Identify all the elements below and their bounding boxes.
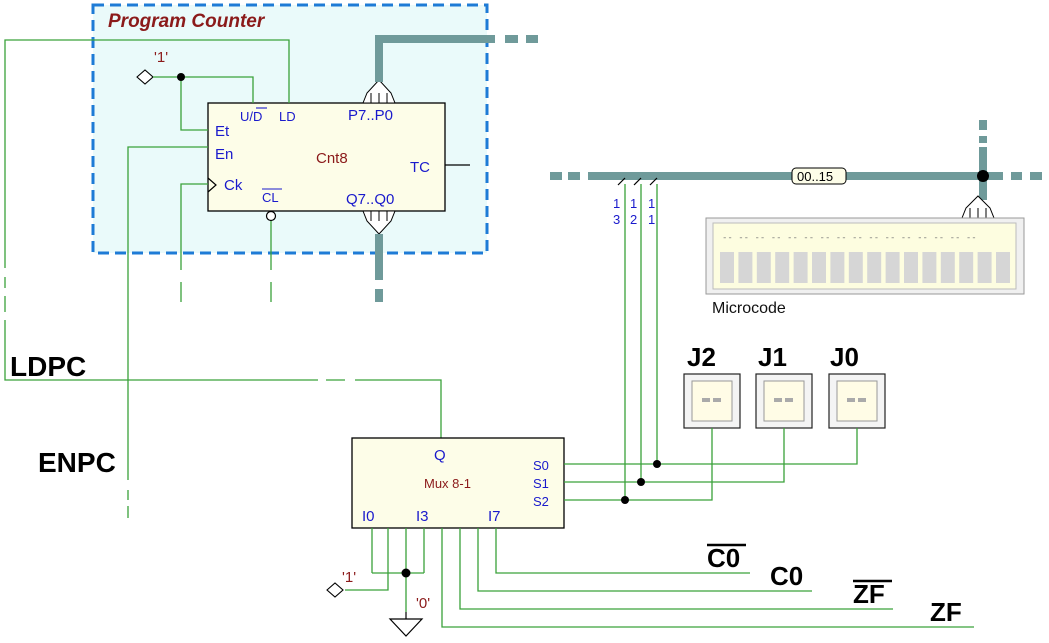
pin-ld-label: LD <box>279 109 296 124</box>
microcode-cell <box>904 252 918 283</box>
et-wire <box>180 77 208 131</box>
jumper-j2-label: J2 <box>687 342 716 372</box>
pin-ud-label: U/D <box>240 109 262 124</box>
ground-symbol <box>388 618 424 637</box>
signal-enpc: ENPC <box>38 447 116 478</box>
bus-tap <box>617 177 626 186</box>
tap-13-bottom: 3 <box>613 212 620 227</box>
const-one-wire <box>153 76 254 103</box>
mux-const-one-wire <box>345 573 389 591</box>
mux-s0-label: S0 <box>533 458 549 473</box>
ck-wire <box>180 183 208 270</box>
mux-s2-label: S2 <box>533 494 549 509</box>
jumper-group <box>683 373 886 429</box>
c0-bar-wire <box>495 528 750 574</box>
cl-bubble <box>265 210 277 222</box>
junction-dot <box>177 73 185 81</box>
jumper-switch-j2[interactable] <box>683 373 741 429</box>
microcode-cell <box>830 252 845 283</box>
microcode-cell <box>977 252 992 283</box>
bus-junction-dot <box>977 170 989 182</box>
microcode-cell <box>775 252 790 283</box>
mux-chip-name: Mux 8-1 <box>424 476 471 491</box>
microcode-cell <box>922 252 937 283</box>
signal-zf-bar: ZF <box>853 579 885 609</box>
program-counter-title: Program Counter <box>108 11 266 32</box>
signal-zf: ZF <box>930 597 962 627</box>
pin-cl-label: CL <box>262 190 279 205</box>
junction-dot <box>401 568 411 578</box>
microcode-label: Microcode <box>712 300 786 317</box>
enpc-wire <box>127 146 208 480</box>
zf-wire <box>441 528 974 628</box>
jumper-switch-j1[interactable] <box>755 373 813 429</box>
s2-wire <box>564 428 713 501</box>
pin-en-label: En <box>215 146 233 163</box>
s1-wire <box>564 428 785 483</box>
c0-wire <box>477 528 812 592</box>
junction-dot <box>637 478 645 486</box>
jumper-j0-label: J0 <box>830 342 859 372</box>
pc-const-one-label: '1' <box>154 49 168 66</box>
clock-triangle <box>207 177 217 193</box>
zf-bar-wire <box>459 528 893 610</box>
mux-i3-label: I3 <box>416 508 429 525</box>
program-counter-block: Program Counter Cnt8 U/D LD Et En Ck CL … <box>91 3 489 302</box>
mux-const-one-diamond <box>326 582 344 598</box>
microcode-cell <box>812 252 826 283</box>
microcode-display[interactable]: -- -- -- -- -- -- -- -- -- -- -- -- -- -… <box>705 217 1025 295</box>
microcode-display-text: -- -- -- -- -- -- -- -- -- -- -- -- -- -… <box>722 233 977 243</box>
mux-const-zero-label: '0' <box>416 595 430 612</box>
tap-11-top: 1 <box>648 196 655 211</box>
tap-12-bottom: 2 <box>630 212 637 227</box>
mux-s1-label: S1 <box>533 476 549 491</box>
bus-label-box <box>791 167 847 185</box>
ldpc-wire <box>4 39 290 268</box>
mux-i7-label: I7 <box>488 508 501 525</box>
microcode-cell <box>867 252 882 283</box>
microcode-cell <box>848 252 863 283</box>
microcode-cell <box>720 252 734 283</box>
bus-tap <box>649 177 658 186</box>
jumper-j1-label: J1 <box>758 342 787 372</box>
mux-chip[interactable] <box>351 437 565 529</box>
microcode-cell <box>885 252 900 283</box>
microcode-cell <box>940 252 955 283</box>
microcode-cell <box>738 252 753 283</box>
pin-p-label: P7..P0 <box>348 107 393 124</box>
ldpc-wire <box>355 379 442 438</box>
pin-ck-label: Ck <box>224 177 243 194</box>
tap-11-bottom: 1 <box>648 212 655 227</box>
pin-tc-label: TC <box>410 159 430 176</box>
microcode-cell <box>756 252 771 283</box>
microcode-cells <box>720 252 1010 283</box>
signal-ldpc: LDPC <box>10 351 86 382</box>
p-bus <box>375 35 495 82</box>
tap-12-top: 1 <box>630 196 637 211</box>
cnt8-chip-name: Cnt8 <box>316 150 348 167</box>
mux-block: Q Mux 8-1 S0 S1 S2 I0 I3 I7 <box>351 437 565 529</box>
bus-label: 00..15 <box>797 169 833 184</box>
mux-const-one-label: '1' <box>342 569 356 586</box>
pin-et-label: Et <box>215 123 230 140</box>
junction-dot <box>621 496 629 504</box>
s0-wire <box>564 428 858 465</box>
tap-13-top: 1 <box>613 196 620 211</box>
mux-q-label: Q <box>434 447 446 464</box>
junction-dot <box>653 460 661 468</box>
microcode-cell <box>959 252 974 283</box>
cnt8-chip[interactable] <box>207 102 446 212</box>
mux-i0-label: I0 <box>362 508 375 525</box>
microcode-cell <box>793 252 808 283</box>
pin-q-label: Q7..Q0 <box>346 191 394 208</box>
bus-tap <box>633 177 642 186</box>
signal-c0-bar: C0 <box>707 543 740 573</box>
ldpc-wire <box>4 320 318 381</box>
jumper-switch-j0[interactable] <box>828 373 886 429</box>
microcode-cell <box>996 252 1010 283</box>
signal-c0: C0 <box>770 561 803 591</box>
